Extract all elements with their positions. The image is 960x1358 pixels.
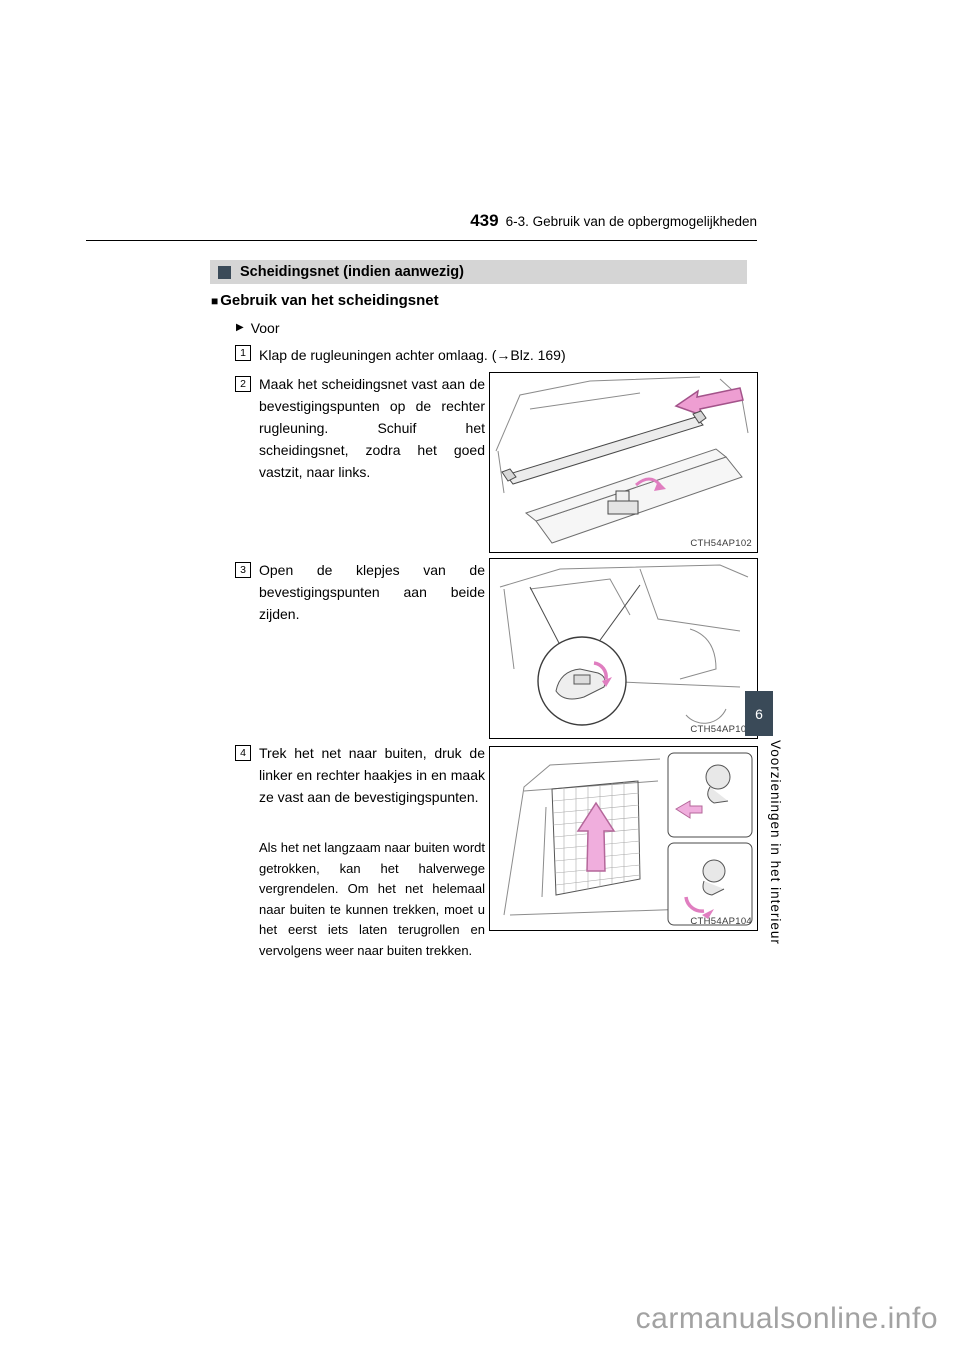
slide-direction-arrow [674, 387, 744, 417]
step-4-number: 4 [235, 745, 251, 761]
step-4-note: Als het net langzaam naar buiten wordt g… [259, 840, 485, 958]
topic-title: Scheidingsnet (indien aanwezig) [240, 264, 464, 280]
step-3-number: 3 [235, 562, 251, 578]
step-1-text: Klap de rugleuningen achter omlaag. (→Bl… [259, 347, 566, 363]
condition-text: Voor [250, 320, 280, 336]
figure-net-attachment: CTH54AP102 [489, 372, 758, 553]
step-3-text: Open de klepjes van de bevestigingspunte… [259, 562, 485, 622]
chapter-sidebar-label: Voorzieningen in het interieur [768, 740, 783, 945]
triangle-bullet-icon: ▶ [236, 322, 244, 333]
hook-press-arrow [675, 800, 703, 819]
subsection-heading: ■ Gebruik van het scheidingsnet [211, 292, 439, 309]
figure-net-extended: CTH54AP104 [489, 746, 758, 931]
subsection-heading-text: Gebruik van het scheidingsnet [220, 292, 439, 309]
anchor-flaps-illustration [499, 564, 749, 726]
cargo-opening-sketch [503, 758, 691, 916]
callout-lines [529, 584, 641, 646]
open-flap-arrow [593, 661, 612, 687]
hook-detail-bottom [702, 859, 726, 896]
partition-net-outline [551, 780, 641, 896]
square-bullet-icon: ■ [211, 293, 219, 308]
cargo-area-sketch [499, 564, 749, 724]
figure-anchor-flaps: CTH54AP103 [489, 558, 758, 739]
hook-detail-top [705, 764, 731, 804]
step-4-text: Trek het net naar buiten, druk de linker… [259, 745, 485, 805]
hook-rotate-arrow [684, 896, 714, 919]
net-roller-bar [501, 410, 707, 485]
net-extended-illustration [503, 752, 753, 926]
figure-label: CTH54AP104 [690, 916, 752, 927]
title-marker-square [218, 265, 231, 279]
chapter-tab: 6 [745, 691, 773, 736]
anchor-bracket-detail [607, 477, 666, 515]
condition-bullet: ▶ Voor [236, 320, 280, 336]
folded-seatback [524, 448, 743, 544]
net-attachment-illustration [495, 376, 749, 544]
watermark-text: carmanualsonline.info [635, 1302, 938, 1335]
header-rule [86, 240, 757, 241]
section-title: 6-3. Gebruik van de opbergmogelijkheden [505, 214, 757, 229]
step-2-text: Maak het scheidingsnet vast aan de beves… [259, 376, 485, 480]
partition-net-mesh [552, 782, 641, 893]
topic-title-bar: Scheidingsnet (indien aanwezig) [210, 260, 747, 284]
step-2-number: 2 [235, 376, 251, 392]
step-1-number: 1 [235, 345, 251, 361]
figure-label: CTH54AP102 [690, 538, 752, 549]
figure-label: CTH54AP103 [690, 724, 752, 735]
pull-up-arrow [576, 801, 616, 872]
page-number: 439 [470, 211, 499, 230]
page-header: 439 6-3. Gebruik van de opbergmogelijkhe… [86, 211, 757, 231]
